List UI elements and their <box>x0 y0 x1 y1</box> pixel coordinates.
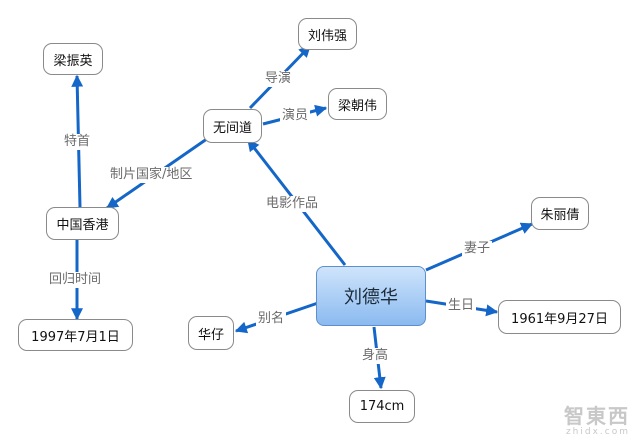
edge-label-yanyuan: 演员 <box>280 108 311 124</box>
edge-label-daoyan: 导演 <box>263 71 294 87</box>
edge-label-dianying: 电影作品 <box>264 196 321 212</box>
edge-label-bieming: 别名 <box>256 311 287 327</box>
edge-label-qizi: 妻子 <box>462 241 493 257</box>
node-liu-weiqiang[interactable]: 刘伟强 <box>298 18 357 50</box>
edge-label-shengao: 身高 <box>360 348 391 364</box>
edge-label-zhipian: 制片国家/地区 <box>108 167 195 183</box>
node-return-date[interactable]: 1997年7月1日 <box>18 319 133 351</box>
edge-label-shengri: 生日 <box>446 298 477 314</box>
node-wujiandao[interactable]: 无间道 <box>203 109 262 143</box>
node-zhu-liqian[interactable]: 朱丽倩 <box>531 197 589 230</box>
node-height[interactable]: 174cm <box>349 390 415 423</box>
edge-label-teshou: 特首 <box>62 134 93 150</box>
node-zhongguo-xianggang[interactable]: 中国香港 <box>46 207 119 240</box>
node-center-liudehua[interactable]: 刘德华 <box>316 266 426 326</box>
watermark-main-text: 智東西 <box>564 404 630 428</box>
edge-label-huigui: 回归时间 <box>47 272 104 288</box>
node-birth-date[interactable]: 1961年9月27日 <box>498 300 621 334</box>
watermark-sub-text: zhidx.com <box>565 427 630 437</box>
watermark-logo: 智東西 zhidx.com <box>564 405 630 437</box>
node-liang-chaowei[interactable]: 梁朝伟 <box>328 88 387 120</box>
node-liang-zhenying[interactable]: 梁振英 <box>43 43 103 75</box>
node-huazai[interactable]: 华仔 <box>188 316 234 350</box>
